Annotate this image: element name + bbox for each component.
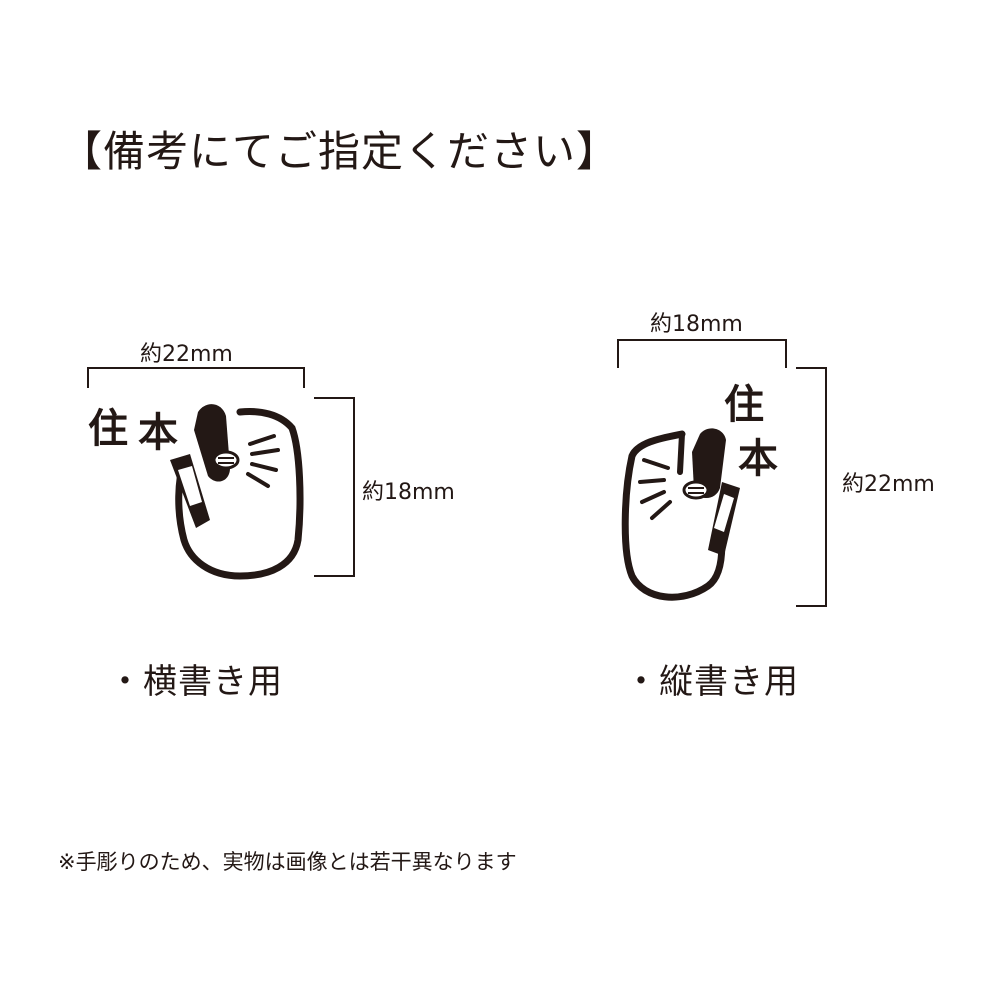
horizontal-width-bracket — [87, 367, 305, 388]
vertical-caption: ・縦書き用 — [624, 662, 799, 702]
horizontal-width-label: 約22mm — [140, 342, 233, 367]
page-title: 【備考にてご指定ください】 — [60, 127, 620, 176]
horizontal-stamp-char-1: 住 — [88, 406, 128, 452]
vertical-stamp-image: 住 本 — [621, 382, 778, 601]
vertical-stamp-char-2: 本 — [738, 436, 778, 482]
vertical-height-label: 約22mm — [842, 472, 935, 497]
horizontal-caption: ・横書き用 — [108, 662, 283, 702]
footnote: ※手彫りのため、実物は画像とは若干異なります — [58, 850, 517, 874]
horizontal-height-label: 約18mm — [362, 480, 455, 505]
horizontal-stamp-image: 住 本 — [88, 404, 304, 580]
vertical-height-bracket — [796, 367, 827, 607]
vertical-width-bracket — [617, 339, 787, 368]
horizontal-stamp-char-2: 本 — [138, 410, 178, 456]
vertical-stamp-char-1: 住 — [724, 382, 764, 428]
vertical-width-label: 約18mm — [650, 312, 743, 337]
horizontal-height-bracket — [314, 397, 355, 577]
